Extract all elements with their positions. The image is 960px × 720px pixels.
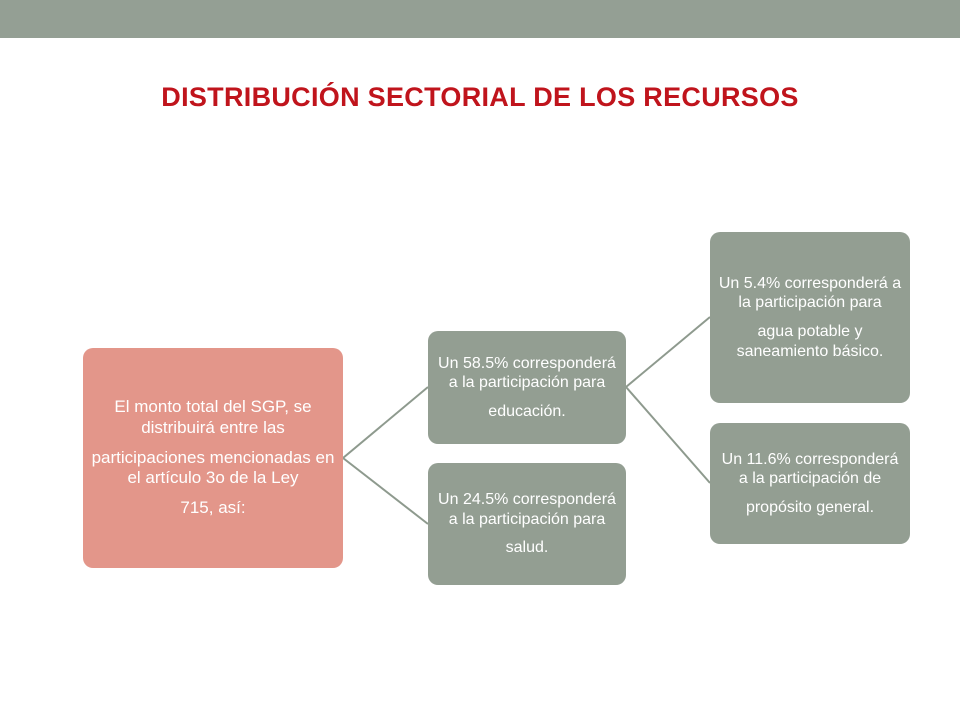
node-salud: Un 24.5% corresponderá a la participació… [428,463,626,585]
node-educacion-text-1: Un 58.5% corresponderá a la participació… [438,354,616,392]
node-total-sgp-text-3: 715, así: [180,498,246,518]
node-total-sgp-text-2: participaciones mencionadas en el artícu… [91,447,335,488]
connector-educacion-agua [625,316,711,388]
node-total-sgp: El monto total del SGP, se distribuirá e… [83,348,343,568]
node-agua-potable-text-1: Un 5.4% corresponderá a la participación… [718,274,902,312]
connector-root-salud [342,457,429,525]
node-agua-potable: Un 5.4% corresponderá a la participación… [710,232,910,403]
node-educacion-text-2: educación. [488,402,566,420]
node-salud-text-2: salud. [505,539,549,557]
node-proposito-general-text-1: Un 11.6% corresponderá a la participació… [721,450,899,488]
node-educacion: Un 58.5% corresponderá a la participació… [428,331,626,444]
slide-title: DISTRIBUCIÓN SECTORIAL DE LOS RECURSOS [161,82,799,112]
node-proposito-general-text-2: propósito general. [745,498,875,516]
node-salud-text-1: Un 24.5% corresponderá a la participació… [438,491,616,528]
connector-educacion-proposito [625,386,711,484]
node-proposito-general: Un 11.6% corresponderá a la participació… [710,423,910,544]
node-agua-potable-text-2: agua potable y saneamiento básico. [736,323,884,360]
node-total-sgp-text-1: El monto total del SGP, se distribuirá e… [114,397,312,437]
connector-root-educacion [342,386,429,459]
top-accent-bar [0,0,960,38]
